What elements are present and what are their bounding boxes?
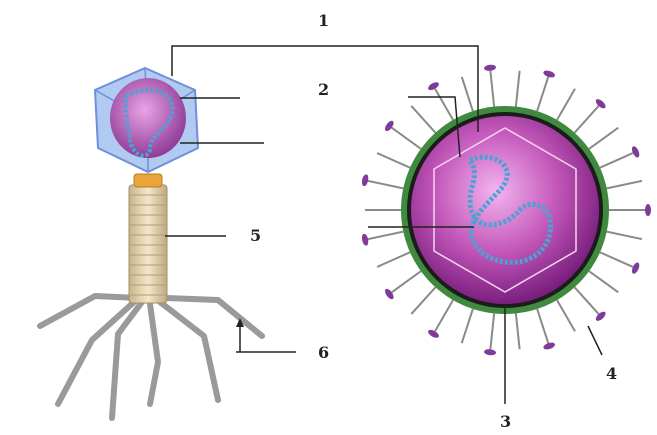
spike-stalk bbox=[600, 252, 633, 267]
spike-stalk bbox=[600, 153, 633, 168]
spike-knob bbox=[383, 119, 395, 132]
spike-stalk bbox=[589, 271, 618, 292]
leader-4 bbox=[588, 326, 602, 355]
spike-knob bbox=[630, 261, 640, 274]
spike-stalk bbox=[368, 181, 403, 188]
spike-knob bbox=[427, 81, 440, 92]
spike-stalk bbox=[516, 71, 520, 107]
spike-knob bbox=[361, 233, 369, 246]
spike-stalk bbox=[368, 232, 403, 239]
spike-stalk bbox=[411, 287, 435, 314]
spike-stalk bbox=[557, 89, 575, 120]
spike-stalk bbox=[411, 106, 435, 133]
spike-stalk bbox=[537, 309, 548, 343]
spike-stalk bbox=[575, 106, 599, 133]
spike-stalk bbox=[435, 300, 453, 331]
label-2: 2 bbox=[318, 80, 329, 99]
bacteriophage bbox=[40, 68, 262, 418]
spike-stalk bbox=[537, 77, 548, 111]
label-1: 1 bbox=[318, 11, 329, 30]
spike-stalk bbox=[462, 309, 473, 343]
spike-knob bbox=[543, 69, 556, 78]
spike-knob bbox=[361, 174, 369, 187]
spike-stalk bbox=[377, 153, 410, 168]
spike-stalk bbox=[435, 89, 453, 120]
spike-stalk bbox=[490, 71, 494, 107]
spike-stalk bbox=[392, 271, 421, 292]
spike-knob bbox=[543, 341, 556, 350]
spike-stalk bbox=[607, 232, 642, 239]
spike-knob bbox=[383, 287, 395, 300]
spike-stalk bbox=[516, 313, 520, 349]
spike-knob bbox=[645, 204, 651, 216]
virion-core bbox=[411, 116, 599, 304]
spike-stalk bbox=[377, 252, 410, 267]
spike-stalk bbox=[462, 77, 473, 111]
spike-knob bbox=[630, 145, 640, 158]
spike-knob bbox=[484, 64, 497, 71]
spike-knob bbox=[427, 328, 440, 339]
tail-fibers bbox=[40, 296, 262, 418]
label-4: 4 bbox=[606, 364, 617, 383]
spike-stalk bbox=[392, 128, 421, 149]
label-5: 5 bbox=[250, 226, 261, 245]
spike-stalk bbox=[557, 300, 575, 331]
spike-stalk bbox=[575, 287, 599, 314]
spike-stalk bbox=[607, 181, 642, 188]
collar bbox=[134, 174, 162, 187]
enveloped-virion bbox=[361, 64, 651, 356]
label-3: 3 bbox=[500, 412, 511, 431]
spike-stalk bbox=[589, 128, 618, 149]
label-6: 6 bbox=[318, 343, 329, 362]
spike-stalk bbox=[490, 313, 494, 349]
spike-knob bbox=[484, 349, 497, 356]
